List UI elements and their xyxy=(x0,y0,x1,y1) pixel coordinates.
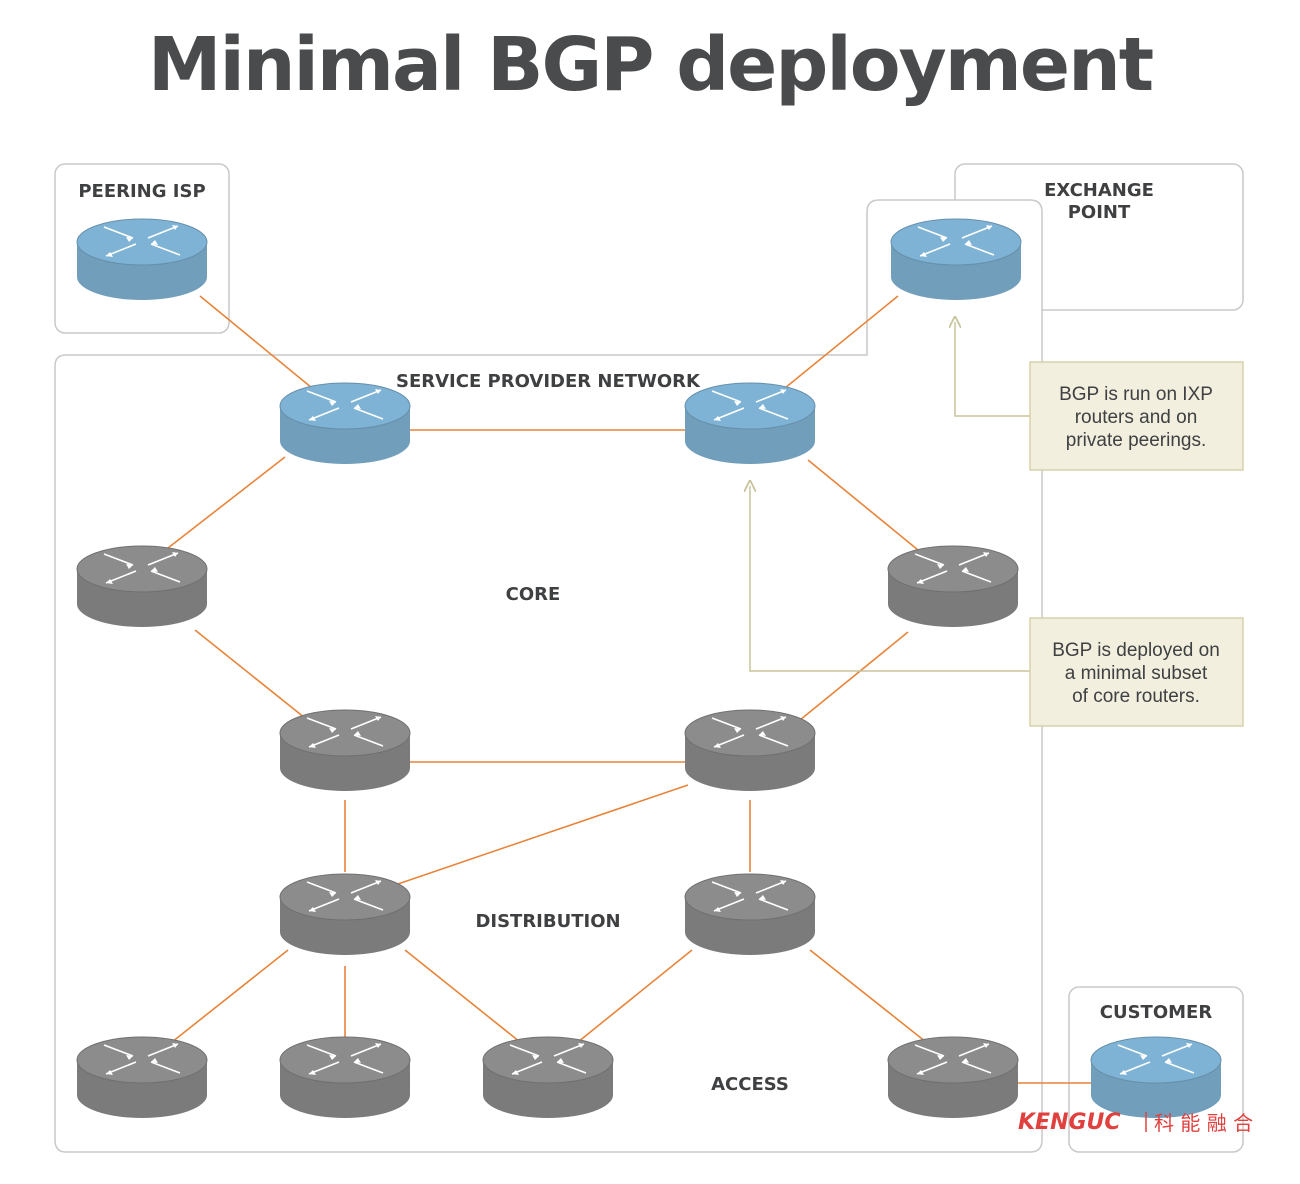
distribution-router-left-top xyxy=(279,873,411,921)
distribution-label: DISTRIBUTION xyxy=(475,911,620,932)
ixp-note-line3: private peerings. xyxy=(1066,430,1206,451)
access-router-3-top xyxy=(482,1036,614,1084)
callout-connectors xyxy=(750,322,1030,672)
core-router-right-top xyxy=(887,545,1019,593)
core-router-lower-left xyxy=(279,709,411,791)
link-14 xyxy=(404,949,521,1043)
core-router-right xyxy=(887,545,1019,627)
watermark-chinese: 科 能 融 合 xyxy=(1154,1111,1253,1135)
peering-isp-router xyxy=(76,218,208,300)
diagram-title: Minimal BGP deployment xyxy=(148,22,1153,108)
peering-isp-frame xyxy=(54,163,230,334)
link-4 xyxy=(167,456,286,549)
exchange-point-label-line1: EXCHANGE xyxy=(1044,180,1154,201)
core-note: BGP is deployed on a minimal subset of c… xyxy=(1029,617,1244,727)
link-6 xyxy=(194,629,306,719)
provider-edge-router-left-top xyxy=(279,382,411,430)
access-router-1-top xyxy=(76,1036,208,1084)
core-router-lower-right xyxy=(684,709,816,791)
customer-label: CUSTOMER xyxy=(1100,1002,1213,1023)
link-11 xyxy=(394,784,689,886)
core-label: CORE xyxy=(506,584,561,605)
core-router-lower-left-top xyxy=(279,709,411,757)
distribution-router-left xyxy=(279,873,411,955)
access-router-2-top xyxy=(279,1036,411,1084)
link-2 xyxy=(784,295,899,389)
core-note-line2: a minimal subset xyxy=(1065,663,1208,684)
exchange-point-label-line2: POINT xyxy=(1068,202,1131,223)
ixp-note: BGP is run on IXP routers and on private… xyxy=(1029,361,1244,471)
routers xyxy=(76,218,1222,1118)
ixp-note-line2: routers and on xyxy=(1075,407,1198,428)
link-12 xyxy=(171,949,289,1043)
core-router-left-top xyxy=(76,545,208,593)
link-1 xyxy=(199,295,313,389)
link-15 xyxy=(577,949,693,1043)
service-provider-frame xyxy=(54,199,1043,1153)
provider-edge-router-left xyxy=(279,382,411,464)
core-note-box xyxy=(1029,617,1244,727)
distribution-router-right xyxy=(684,873,816,955)
distribution-router-right-top xyxy=(684,873,816,921)
core-callout-line xyxy=(750,486,1030,672)
peering-isp-label: PEERING ISP xyxy=(78,181,205,202)
access-router-2 xyxy=(279,1036,411,1118)
customer-router-top xyxy=(1090,1036,1222,1084)
core-router-lower-right-top xyxy=(684,709,816,757)
core-router-left xyxy=(76,545,208,627)
zone-labels: PEERING ISP EXCHANGE POINT SERVICE PROVI… xyxy=(78,180,1212,1095)
watermark: KENGUC 科 能 融 合 xyxy=(1018,1110,1253,1135)
provider-edge-router-right xyxy=(684,382,816,464)
link-16 xyxy=(809,949,927,1043)
watermark-latin: KENGUC xyxy=(1018,1110,1121,1135)
provider-edge-router-right-top xyxy=(684,382,816,430)
access-router-4-top xyxy=(887,1036,1019,1084)
peering-isp-router-top xyxy=(76,218,208,266)
access-router-1 xyxy=(76,1036,208,1118)
access-label: ACCESS xyxy=(711,1074,789,1095)
exchange-point-router-top xyxy=(890,218,1022,266)
ixp-callout-line xyxy=(955,322,1030,417)
network-links xyxy=(167,295,1092,1084)
exchange-point-router xyxy=(890,218,1022,300)
link-7 xyxy=(799,631,909,721)
link-5 xyxy=(807,459,919,551)
core-note-line1: BGP is deployed on xyxy=(1052,640,1220,661)
ixp-note-box xyxy=(1029,361,1244,471)
core-note-line3: of core routers. xyxy=(1072,686,1200,707)
customer-router xyxy=(1090,1036,1222,1118)
access-router-4 xyxy=(887,1036,1019,1118)
service-provider-label: SERVICE PROVIDER NETWORK xyxy=(396,371,701,392)
access-router-3 xyxy=(482,1036,614,1118)
ixp-note-line1: BGP is run on IXP xyxy=(1059,384,1213,405)
